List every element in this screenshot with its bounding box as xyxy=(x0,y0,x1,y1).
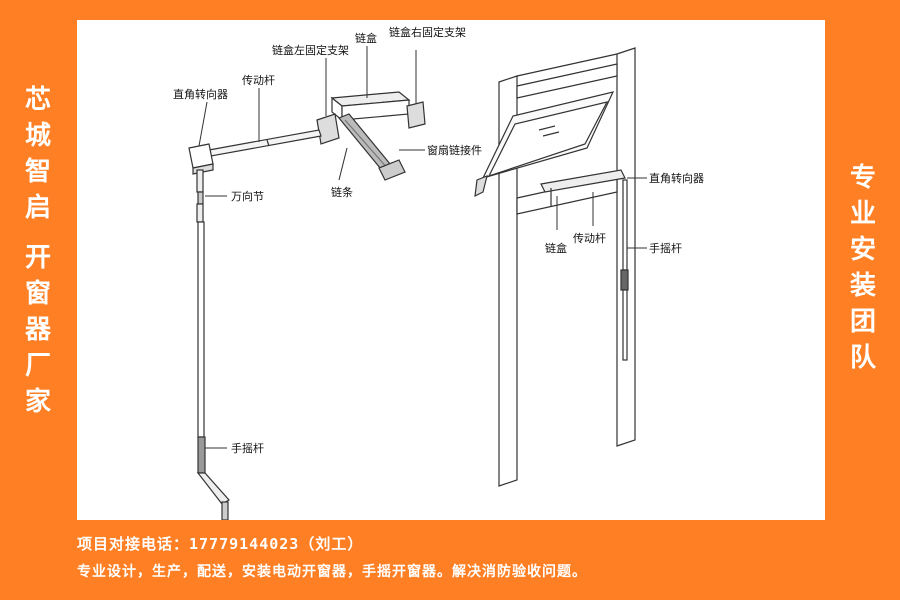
right-banner-char: 团 xyxy=(849,307,876,337)
left-banner-char: 智 xyxy=(24,157,51,187)
right-banner-char: 安 xyxy=(849,235,876,265)
label-chain-box-right-bracket: 链盒右固定支架 xyxy=(389,25,466,39)
left-banner-char: 家 xyxy=(24,387,51,417)
label-right-angle-converter-2: 直角转向器 xyxy=(649,171,704,185)
label-right-angle-converter: 直角转向器 xyxy=(173,87,228,101)
contact-phone: 项目对接电话：17779144023（刘工） xyxy=(77,535,364,553)
chain-box-shape xyxy=(316,91,426,145)
left-banner-char: 芯 xyxy=(24,85,51,115)
leader-line xyxy=(338,147,348,181)
label-chain-box-2: 链盒 xyxy=(545,241,567,255)
left-banner-char: 器 xyxy=(24,315,51,345)
left-banner-char: 城 xyxy=(24,121,51,151)
left-banner-char: 窗 xyxy=(24,279,51,309)
label-hand-crank: 手摇杆 xyxy=(231,441,264,455)
right-banner: 专 业 安 装 团 队 xyxy=(843,160,883,376)
window-frame-shape xyxy=(474,47,636,487)
right-banner-char: 专 xyxy=(849,163,876,193)
left-banner-char: 开 xyxy=(24,243,51,273)
label-drive-rod: 传动杆 xyxy=(242,73,275,87)
right-angle-converter-shape xyxy=(188,143,214,175)
left-banner: 芯 城 智 启 开 窗 器 厂 家 xyxy=(18,82,58,420)
vertical-rod-shape xyxy=(196,169,230,521)
right-banner-char: 装 xyxy=(849,271,876,301)
label-drive-rod-2: 传动杆 xyxy=(573,231,606,245)
label-chain-box-left-bracket: 链盒左固定支架 xyxy=(272,43,349,57)
service-description: 专业设计，生产，配送，安装电动开窗器，手摇开窗器。解决消防验收问题。 xyxy=(77,564,587,580)
label-chain-box: 链盒 xyxy=(355,31,377,45)
chain-shape xyxy=(338,113,406,181)
label-chain: 链条 xyxy=(331,185,353,199)
label-window-sash-connector: 窗扇链接件 xyxy=(427,143,482,157)
left-banner-char: 启 xyxy=(24,193,51,223)
left-banner-char: 厂 xyxy=(24,351,51,381)
leader-line xyxy=(198,101,208,147)
window-opener-diagram: 直角转向器 传动杆 链盒左固定支架 链盒 链盒右固定支架 窗扇链接件 链条 万向… xyxy=(173,25,704,521)
drive-rod-shape xyxy=(208,129,322,157)
diagram-panel: 直角转向器 传动杆 链盒左固定支架 链盒 链盒右固定支架 窗扇链接件 链条 万向… xyxy=(77,20,825,521)
right-banner-char: 队 xyxy=(849,343,876,373)
label-hand-crank-2: 手摇杆 xyxy=(649,241,682,255)
label-universal-joint: 万向节 xyxy=(231,189,264,203)
right-banner-char: 业 xyxy=(849,199,876,229)
